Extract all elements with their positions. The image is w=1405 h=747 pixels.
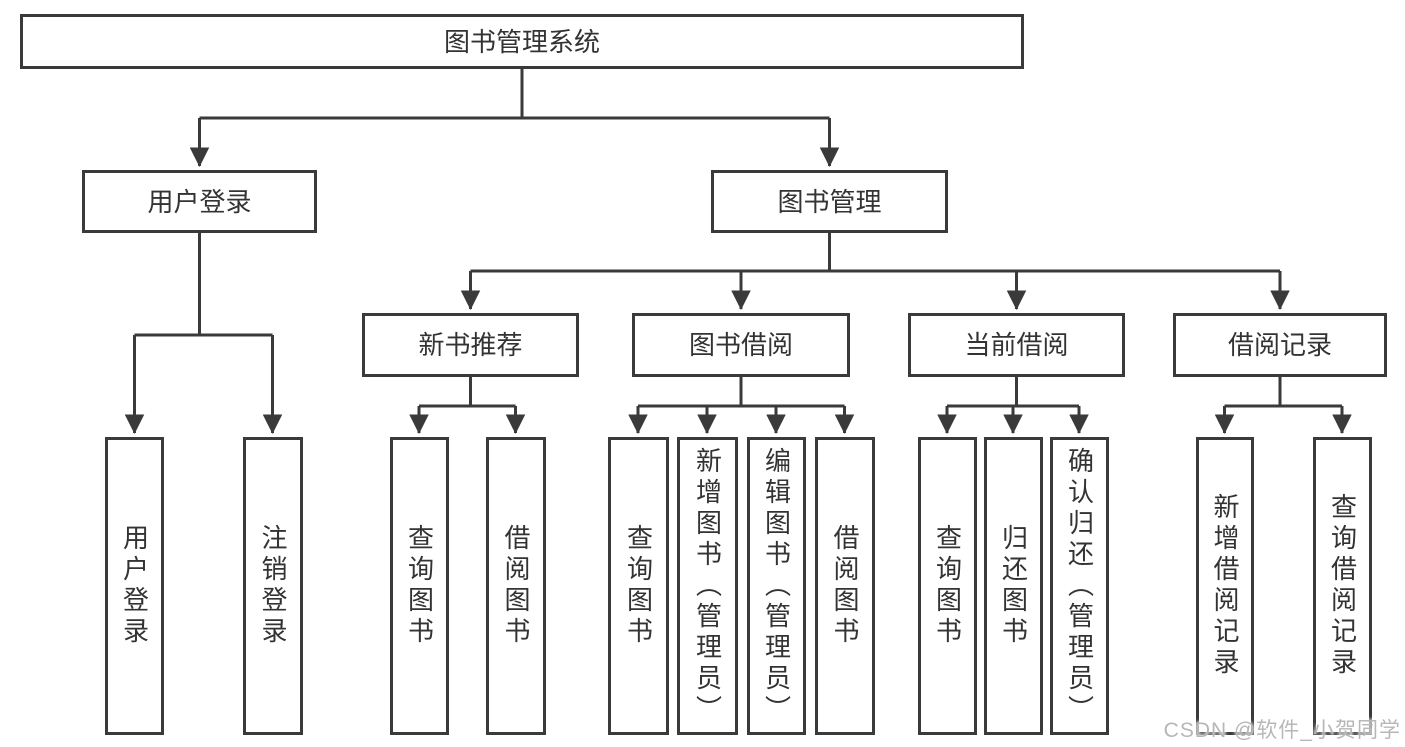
node-label: 当前借阅: [964, 330, 1069, 360]
node-label: 借阅图书: [830, 524, 860, 648]
leaf-query-books-borrowing: 查询图书: [608, 437, 669, 735]
node-new-book-recommendation: 新书推荐: [362, 313, 579, 377]
leaf-user-login: 用户登录: [105, 437, 164, 735]
node-label: 查询图书: [623, 524, 654, 648]
leaf-return-books: 归还图书: [984, 437, 1043, 735]
node-label: 查询借阅记录: [1327, 493, 1358, 679]
node-root-library-system: 图书管理系统: [20, 14, 1024, 69]
csdn-watermark: CSDN @软件_小贺同学: [1163, 719, 1401, 742]
node-label: 注销登录: [258, 524, 288, 648]
node-book-borrowing: 图书借阅: [632, 313, 850, 377]
leaf-borrow-books-recommend: 借阅图书: [486, 437, 546, 735]
node-label: 用户登录: [147, 186, 252, 217]
node-user-login: 用户登录: [82, 170, 317, 233]
node-label: 借阅图书: [501, 524, 531, 648]
node-label: 用户登录: [119, 524, 150, 648]
node-label: 编辑图书（管理员）: [761, 446, 792, 726]
node-label: 新增借阅记录: [1210, 493, 1240, 679]
node-label: 查询图书: [932, 524, 963, 648]
node-label: 图书管理: [777, 186, 882, 217]
node-label: 新书推荐: [418, 330, 523, 360]
node-label: 图书借阅: [688, 330, 793, 360]
node-borrowing-records: 借阅记录: [1173, 313, 1387, 377]
node-label: 图书管理系统: [443, 26, 600, 57]
node-label: 借阅记录: [1227, 330, 1332, 360]
node-label: 确认归还（管理员）: [1064, 446, 1095, 726]
leaf-query-books-current: 查询图书: [918, 437, 977, 735]
leaf-add-borrow-record: 新增借阅记录: [1196, 437, 1254, 735]
node-book-management: 图书管理: [711, 170, 948, 233]
leaf-query-borrow-record: 查询借阅记录: [1313, 437, 1372, 735]
node-label: 新增图书（管理员）: [692, 446, 723, 726]
node-label: 查询图书: [404, 524, 435, 648]
node-label: 归还图书: [998, 524, 1029, 648]
leaf-logout: 注销登录: [243, 437, 303, 735]
leaf-confirm-return-admin: 确认归还（管理员）: [1050, 437, 1109, 735]
leaf-edit-books-admin: 编辑图书（管理员）: [747, 437, 806, 735]
leaf-borrow-books: 借阅图书: [815, 437, 875, 735]
node-current-borrowing: 当前借阅: [908, 313, 1125, 377]
leaf-query-books-recommend: 查询图书: [390, 437, 449, 735]
leaf-add-books-admin: 新增图书（管理员）: [677, 437, 738, 735]
